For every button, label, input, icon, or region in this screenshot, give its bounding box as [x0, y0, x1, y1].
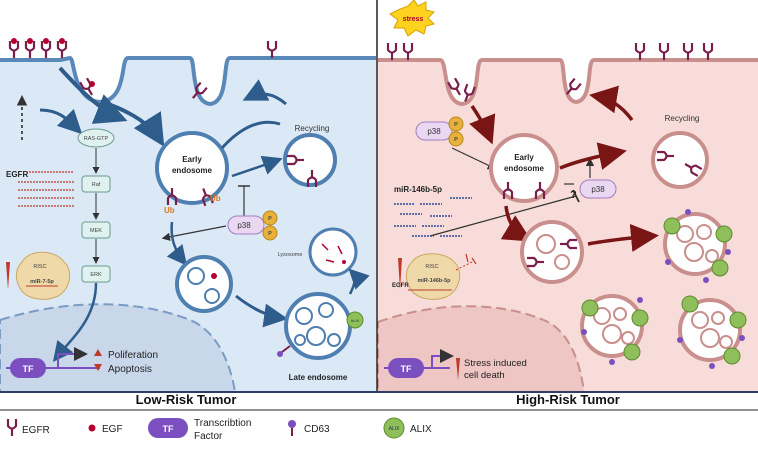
alix-marker-left: [346, 311, 364, 329]
legend-tf-label-2: Factor: [194, 431, 223, 442]
tf-right-pill: [388, 358, 424, 378]
ub-left-2: Ub: [210, 194, 221, 203]
mapk-cascade: RAS-GTP Raf MEK ERK: [39, 108, 115, 362]
internalization-arrow: [58, 66, 128, 124]
tf-left-label: TF: [23, 364, 34, 374]
p38-right-top: p38 P P: [415, 116, 497, 170]
mvb-right-large-2: [580, 294, 649, 365]
svg-text:ALIX: ALIX: [389, 426, 401, 432]
risc-right-mirna-label: miR-146b-5p: [417, 278, 451, 284]
risc-left-label: RISC: [33, 264, 46, 270]
svg-text:ALIX: ALIX: [351, 318, 360, 323]
mirna-right-label: miR-146b-5p: [394, 185, 442, 194]
p38-right-mid-node: [579, 179, 617, 199]
cd63-icon: [288, 420, 296, 428]
early-endosome-right-label1: Early: [514, 153, 534, 162]
mirna-left-label: miR-7-5p: [30, 279, 54, 285]
legend-cd63: CD63: [288, 420, 330, 436]
risc-right: RISC miR-146b-5p EGFR: [392, 253, 477, 300]
legend-egfr: EGFR: [6, 417, 50, 438]
early-endosome-left-label2: endosome: [172, 166, 213, 175]
svg-text:P: P: [268, 216, 272, 222]
tf-left: TF Poliferation Apoptosis: [6, 347, 158, 378]
p38-right-top-node: [415, 121, 453, 141]
mirna-right: miR-146b-5p: [394, 185, 472, 237]
tf-icon: [148, 418, 188, 438]
svg-text:P: P: [454, 137, 458, 143]
legend-cd63-label: CD63: [304, 424, 330, 435]
proliferation-label: Poliferation: [108, 350, 158, 361]
tf-left-pill: [10, 358, 46, 378]
legend-tf-label-1: Transcribtion: [194, 418, 251, 429]
egfr-right-label: EGFR: [392, 283, 409, 289]
legend-tf: TF Transcribtion Factor: [148, 418, 251, 442]
raf-label: Raf: [92, 182, 101, 188]
svg-text:P: P: [454, 122, 458, 128]
p38-left-node: [227, 215, 265, 235]
stress-death-label-2: cell death: [464, 370, 505, 381]
left-surface-receptors: [8, 38, 278, 102]
p38-left: p38 P P: [161, 185, 278, 241]
stress-death-label-1: Stress induced: [464, 358, 527, 369]
early-endosome-right-label2: endosome: [504, 164, 545, 173]
alix-icon: [383, 417, 405, 439]
phospho-left-1: [262, 210, 278, 226]
mvb-right-large-1: [663, 209, 733, 283]
ub-left-1: Ub: [164, 206, 175, 215]
lysosome: Lysosome: [278, 227, 370, 295]
risc-left: RISC miR-7-5p: [6, 251, 71, 300]
late-endosome: ALIX Late endosome: [277, 292, 364, 382]
early-endosome-left-label1: Early: [182, 155, 202, 164]
question-mark: ?: [570, 189, 577, 201]
mek-node: [81, 221, 111, 239]
early-endosome-left: Early endosome Ub Ub: [155, 131, 229, 215]
p38-right-mid: p38 ?: [429, 142, 627, 237]
stress-label: stress: [403, 16, 424, 23]
recycling-left-label: Recycling: [295, 124, 330, 133]
mvb-right-large-3: [677, 295, 747, 369]
raf-node: [81, 175, 111, 193]
tf-right: TF Stress induced cell death: [384, 349, 527, 381]
egfr-gene-label: EGFR: [6, 170, 28, 179]
svg-text:P: P: [268, 231, 272, 237]
early-endosome-right: Early endosome: [489, 133, 559, 203]
legend: EGFR EGF TF Transcribtion Factor CD63 AL…: [6, 417, 432, 442]
risc-right-label: RISC: [425, 264, 438, 270]
egfr-gene: EGFR: [6, 170, 74, 207]
svg-text:TF: TF: [163, 424, 174, 434]
tf-right-label: TF: [401, 364, 412, 374]
mvb-right: [500, 205, 659, 284]
egf-icon: [88, 424, 96, 432]
internalization-arrow-2: [107, 102, 165, 147]
legend-alix: ALIX ALIX: [383, 417, 432, 439]
ras-label: RAS-GTP: [84, 136, 109, 142]
p38-right-mid-label: p38: [591, 185, 605, 194]
erk-label: ERK: [90, 272, 102, 278]
legend-egf-label: EGF: [102, 424, 123, 435]
phospho-left-2: [262, 225, 278, 241]
mvb-left: [166, 221, 288, 328]
recycling-right: Recycling: [589, 85, 709, 189]
p38-right-top-label: p38: [427, 127, 441, 136]
legend-alix-label: ALIX: [410, 424, 432, 435]
legend-egfr-label: EGFR: [22, 425, 50, 436]
recycling-left: Recycling: [220, 79, 337, 189]
right-panel-title: High-Risk Tumor: [516, 392, 620, 407]
lysosome-label: Lysosome: [278, 252, 303, 258]
legend-egf: EGF: [88, 424, 123, 435]
recycling-right-label: Recycling: [665, 114, 700, 123]
stress-burst: stress: [389, 0, 435, 37]
internalization-arrow-right: [469, 105, 496, 145]
ras-node: [77, 128, 115, 148]
apoptosis-label: Apoptosis: [108, 364, 152, 375]
mek-label: MEK: [90, 228, 102, 234]
left-panel-title: Low-Risk Tumor: [136, 392, 237, 407]
p38-left-label: p38: [237, 221, 251, 230]
late-endosome-label: Late endosome: [289, 373, 348, 382]
erk-node: [81, 265, 111, 283]
